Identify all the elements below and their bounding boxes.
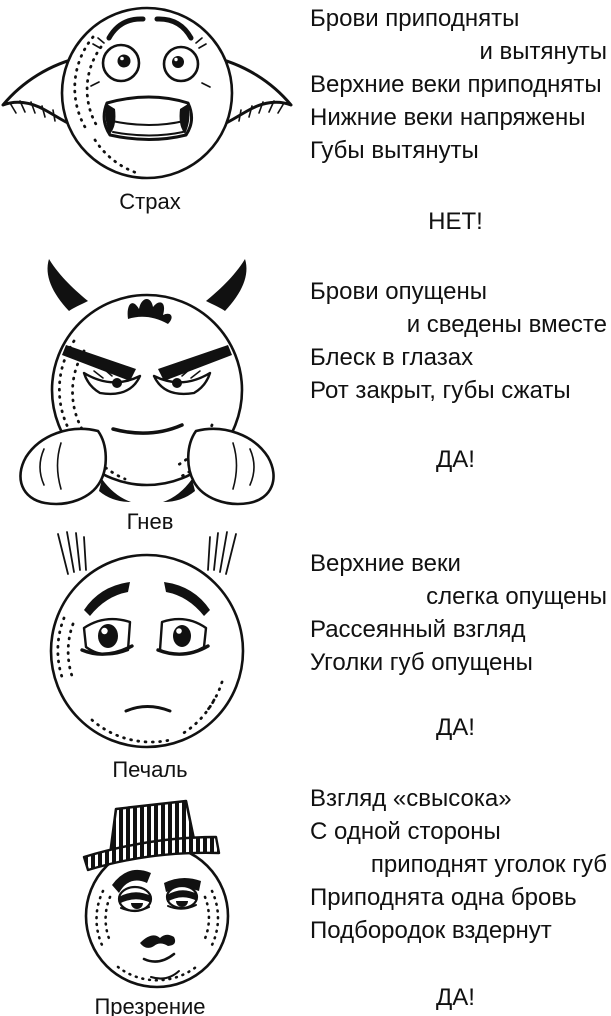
anger-paws [19,427,275,506]
description-line: Нижние веки напряжены [310,104,586,131]
fear-face-icon [1,6,293,180]
description-line: Верхние веки [310,550,461,577]
description-line: С одной стороны [310,818,501,845]
sadness-eyes [80,617,210,656]
fear-description: Брови приподняты и вытянуты Верхние веки… [300,2,611,167]
contempt-shading [95,889,220,982]
emotion-label-sadness: Печаль [112,757,188,782]
fear-face-illustration [0,2,300,192]
emotion-label-fear: Страх [119,189,181,214]
verdict-anger: ДА! [436,446,475,473]
top-hat-icon [82,799,221,872]
description-line: и сведены вместе [406,311,607,338]
fear-mouth [102,95,193,141]
anger-eyebrows [62,345,232,381]
description-line: и вытянуты [479,38,607,65]
sadness-head [49,553,245,749]
description-line: Рассеянный взгляд [310,616,526,643]
fear-eyebrows [106,16,194,41]
sadness-face-illustration [0,530,300,752]
description-line: Рот закрыт, губы сжаты [310,377,571,404]
contempt-mouth [142,952,180,980]
sadness-shading [56,616,224,744]
fear-eyes [90,37,211,88]
fear-shading [73,35,142,176]
description-line: Губы вытянуты [310,137,479,164]
anger-description: Брови опущены и сведены вместе Блеск в г… [300,275,611,407]
contempt-head [84,843,230,989]
contempt-face-icon [82,799,230,989]
verdict-sadness: ДА! [436,714,475,741]
description-line: Брови опущены [310,278,487,305]
contempt-description: Взгляд «свысока» С одной стороны приподн… [300,782,611,947]
sadness-face-icon [49,531,245,749]
description-line: Блеск в глазах [310,344,474,371]
verdict-contempt: ДА! [436,984,475,1011]
anger-mouth [111,423,184,435]
emotion-label-contempt: Презрение [94,994,206,1016]
sadness-eyebrows [84,582,210,616]
contempt-eyes [117,884,199,913]
sadness-hair-tufts [57,531,237,575]
anger-eyes [82,368,212,396]
description-line: приподнят уголок губ [370,851,607,878]
description-line: Подбородок вздернут [310,917,552,944]
anger-face-icon [19,259,275,506]
contempt-mustache [140,934,176,948]
sadness-description: Верхние веки слегка опущены Рассеянный в… [300,547,611,679]
emotion-label-anger: Гнев [126,509,174,534]
description-line: Уголки губ опущены [310,649,533,676]
description-line: Взгляд «свысока» [310,785,512,812]
anger-face-illustration [0,253,300,508]
sadness-mouth [124,705,172,713]
description-line: Приподнята одна бровь [310,884,577,911]
verdict-fear: НЕТ! [428,208,483,235]
contempt-face-illustration [0,795,300,993]
description-line: Верхние веки приподняты [310,71,602,98]
anger-horns [47,259,247,324]
description-line: слегка опущены [426,583,607,610]
fear-head [60,6,234,180]
description-line: Брови приподняты [310,5,520,32]
